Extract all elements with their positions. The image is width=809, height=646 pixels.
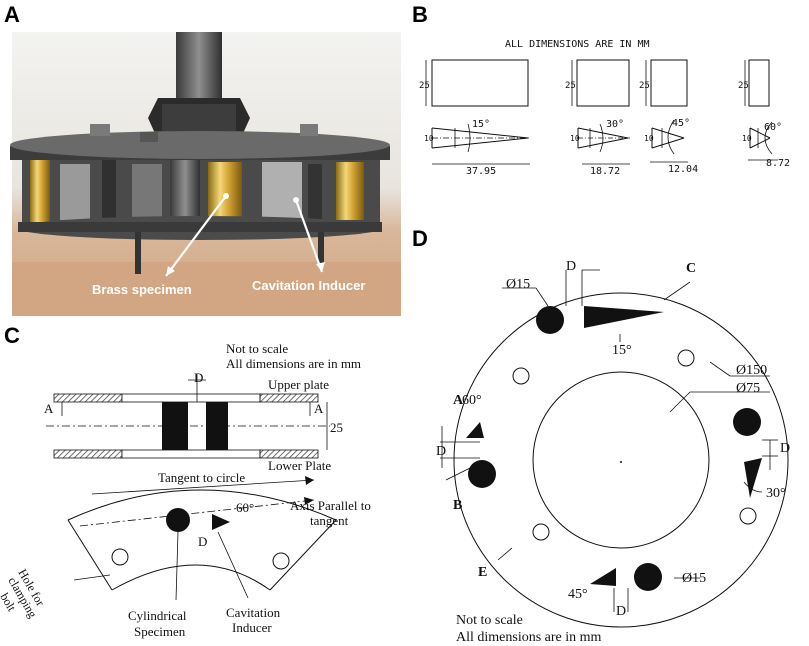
- inducer-label-line1: Cavitation: [226, 605, 281, 620]
- height-label-4: 25: [738, 81, 749, 91]
- dia-specimen-bottom: Ø15: [682, 571, 706, 586]
- tangent-label: Tangent to circle: [158, 470, 245, 485]
- specimen-outline-3: 25: [639, 59, 688, 107]
- panel-c-note-line2: All dimensions are in mm: [226, 356, 361, 371]
- panel-c-note-line1: Not to scale: [226, 341, 288, 356]
- inducer-45-drawing: 10 45° 12.04: [644, 118, 698, 175]
- panel-c-label: C: [4, 323, 20, 348]
- brass-specimen-label: Brass specimen: [92, 282, 192, 297]
- panel-d-note-line2: All dimensions are in mm: [456, 630, 602, 645]
- label-c: C: [686, 261, 696, 276]
- inducer-label-line2: Inducer: [232, 620, 272, 635]
- height-label-1: 25: [419, 81, 430, 91]
- tip-width-3: 10: [644, 134, 654, 143]
- angle-60-label: 60°: [462, 393, 482, 408]
- gap-bottom-label: D: [616, 604, 626, 619]
- gap-top-label: D: [566, 259, 576, 274]
- plate-top-view: [440, 269, 789, 628]
- dia-specimen-top: Ø15: [506, 277, 530, 292]
- tip-width-1: 10: [424, 134, 434, 143]
- dia-outer-label: Ø150: [736, 363, 767, 378]
- test-rig-photo: [10, 32, 401, 316]
- topview-gap-label: D: [198, 534, 207, 549]
- inducer-angle-4: 60°: [764, 122, 782, 133]
- panel-c: C Not to scale All dimensions are in mm …: [0, 323, 371, 639]
- height-label-2: 25: [565, 81, 576, 91]
- gap-right-label: D: [780, 441, 790, 456]
- inducer-angle-3: 45°: [672, 118, 690, 129]
- axis-label-line1: Axis Parallel to: [290, 498, 371, 513]
- section-a-left: A: [44, 401, 54, 416]
- height-label-3: 25: [639, 81, 650, 91]
- tip-width-2: 10: [570, 134, 580, 143]
- inducer-angle-2: 30°: [606, 119, 624, 130]
- inducer-length-4: 8.72: [766, 158, 790, 169]
- inducer-angle-1: 15°: [472, 119, 490, 130]
- inducer-length-3: 12.04: [668, 164, 698, 175]
- dia-inner-label: Ø75: [736, 381, 760, 396]
- angle-45-label: 45°: [568, 587, 588, 602]
- angle-15-label: 15°: [612, 343, 632, 358]
- lower-plate-label: Lower Plate: [268, 458, 331, 473]
- topview-angle-label: 60°: [236, 500, 254, 515]
- label-b: B: [453, 498, 462, 513]
- tip-width-4: 10: [742, 134, 752, 143]
- section-a-right: A: [314, 401, 324, 416]
- inducer-30-drawing: 10 30° 18.72: [570, 119, 630, 177]
- section-view: [46, 374, 330, 459]
- specimen-label-line1: Cylindrical: [128, 608, 187, 623]
- specimen-outline-1: 25: [419, 59, 529, 107]
- label-a: A: [453, 393, 464, 408]
- panel-d: D: [412, 226, 790, 645]
- panel-b-label: B: [412, 2, 428, 27]
- section-gap-label: D: [194, 370, 203, 385]
- section-height-label: 25: [330, 420, 343, 435]
- gap-left-label: D: [436, 444, 446, 459]
- specimen-outline-4: 25: [738, 59, 770, 107]
- label-e: E: [478, 565, 487, 580]
- panel-b-note: ALL DIMENSIONS ARE IN MM: [505, 39, 650, 50]
- panel-b: B ALL DIMENSIONS ARE IN MM 25 25 25 25: [412, 2, 790, 177]
- inducer-60-drawing: 10 60° 8.72: [742, 121, 790, 169]
- inducer-length-2: 18.72: [590, 166, 620, 177]
- cavitation-inducer-label: Cavitation Inducer: [252, 278, 365, 293]
- specimen-outline-2: 25: [565, 59, 630, 107]
- panel-a-label: A: [4, 2, 20, 27]
- panel-d-label: D: [412, 226, 428, 251]
- panel-d-note-line1: Not to scale: [456, 613, 523, 628]
- top-view: [67, 476, 337, 601]
- upper-plate-label: Upper plate: [268, 377, 329, 392]
- inducer-15-drawing: 10 15° 37.95: [424, 119, 530, 177]
- specimen-label-line2: Specimen: [134, 624, 186, 639]
- axis-label-line2: tangent: [310, 513, 349, 528]
- angle-30-label: 30°: [766, 486, 786, 501]
- panel-a: A: [4, 2, 401, 316]
- inducer-length-1: 37.95: [466, 166, 496, 177]
